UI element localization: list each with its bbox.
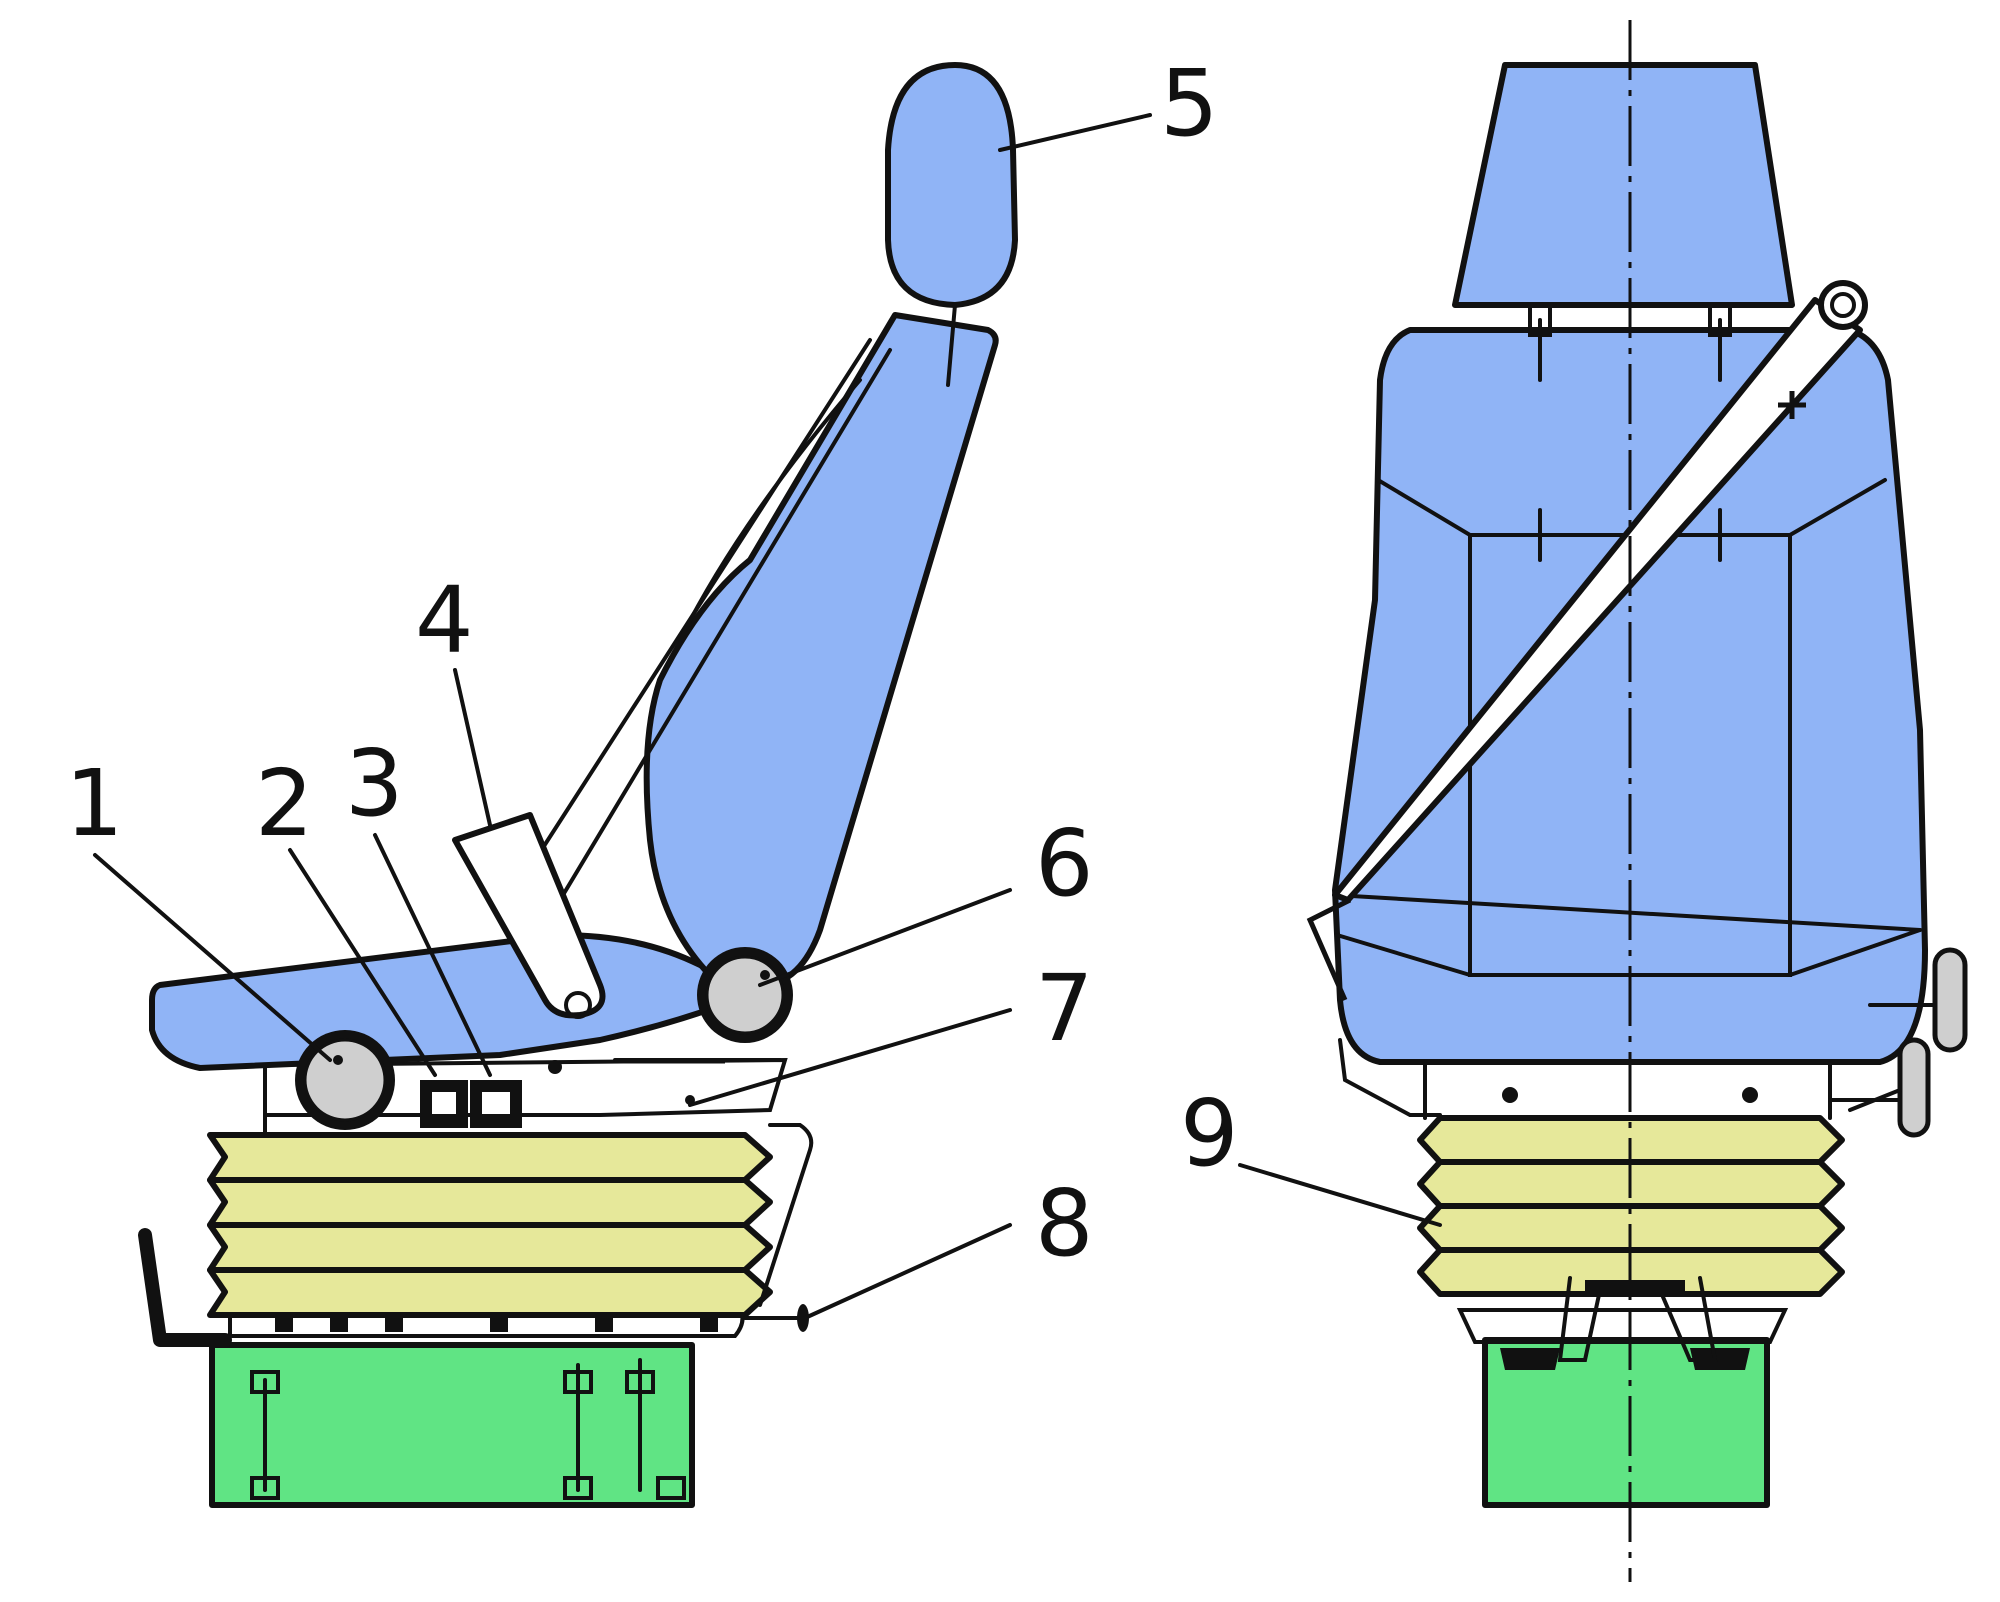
front-headrest	[1452, 62, 1795, 308]
front-side-levers	[1848, 947, 1968, 1138]
callout-2: 2	[255, 750, 314, 857]
callout-9: 9	[1180, 1080, 1239, 1187]
front-seat-frame	[1338, 1038, 1907, 1120]
front-lower-frame	[1456, 1308, 1789, 1344]
callout-6: 6	[1035, 810, 1094, 917]
side-base	[209, 1342, 695, 1508]
callout-1: 1	[65, 750, 124, 857]
knob-1	[295, 1030, 395, 1130]
callout-4: 4	[415, 567, 474, 674]
switch-2	[420, 1080, 468, 1128]
side-seat-belt	[533, 338, 892, 902]
knob-6	[697, 947, 793, 1043]
front-view	[1306, 20, 1968, 1582]
front-seat-belt	[1306, 280, 1868, 1002]
callout-labels: 1 2 3 4 5 6 7 8 9	[65, 50, 1239, 1277]
callout-8: 8	[1035, 1170, 1094, 1277]
side-bellows	[207, 1123, 814, 1318]
side-seat-frame	[263, 1057, 788, 1137]
side-backrest	[643, 312, 999, 988]
front-backrest-seams	[1333, 318, 1922, 977]
switch-3	[470, 1080, 522, 1128]
callout-7: 7	[1035, 955, 1094, 1062]
headrest-5	[885, 62, 1018, 387]
front-base	[1482, 1337, 1770, 1508]
leader-lines	[93, 113, 1442, 1320]
side-lever	[138, 1228, 232, 1347]
side-view	[138, 62, 1018, 1508]
armrest-4	[452, 812, 606, 1019]
callout-5: 5	[1160, 50, 1219, 157]
callout-3: 3	[345, 730, 404, 837]
